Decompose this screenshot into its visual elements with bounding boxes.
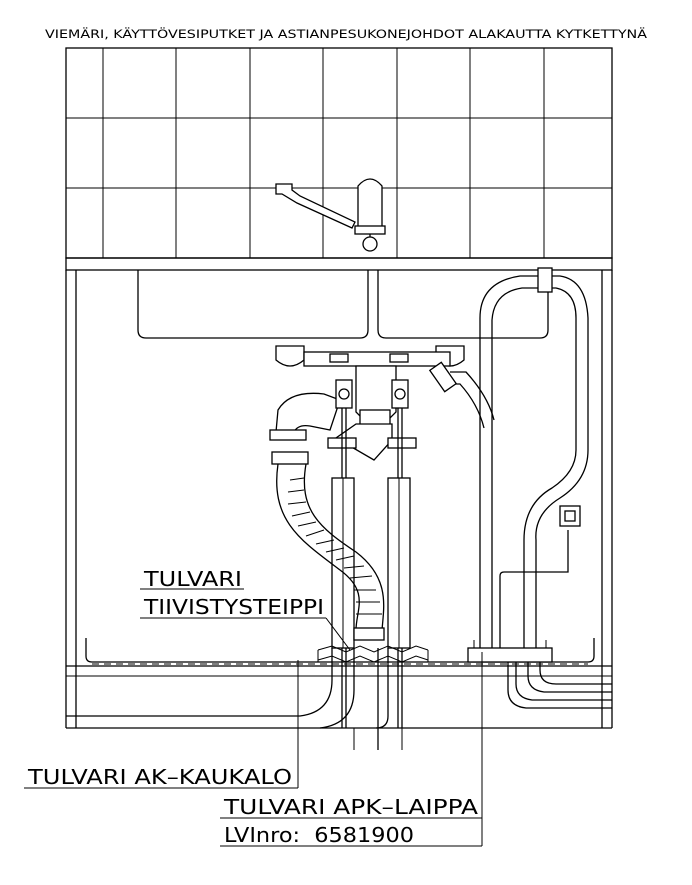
label-lvi-number: LVInro: 6581900 — [224, 823, 414, 847]
apk-flange — [467, 640, 553, 663]
drip-tray — [85, 638, 595, 665]
label-tulvari-tape-2: TIIVISTYSTEIPPI — [143, 595, 324, 619]
drawing-title: VIEMÄRI, KÄYTTÖVESIPUTKET JA ASTIANPESUK… — [45, 25, 647, 41]
supply-hoses — [331, 477, 411, 649]
leader-lines — [24, 588, 483, 847]
cabinet — [65, 270, 613, 729]
drain-trap — [269, 351, 451, 465]
countertop — [65, 257, 613, 271]
label-tulvari-ak: TULVARI AK–KAUKALO — [27, 765, 292, 789]
mixer-faucet — [275, 178, 386, 252]
dishwasher-hoses — [428, 267, 612, 709]
label-tulvari-apk: TULVARI APK–LAIPPA — [223, 795, 479, 819]
outlet-pipes — [66, 648, 403, 750]
tile-wall — [65, 47, 613, 259]
label-tulvari-tape-1: TULVARI — [143, 567, 242, 591]
corrugated-drain-hose — [276, 463, 429, 663]
